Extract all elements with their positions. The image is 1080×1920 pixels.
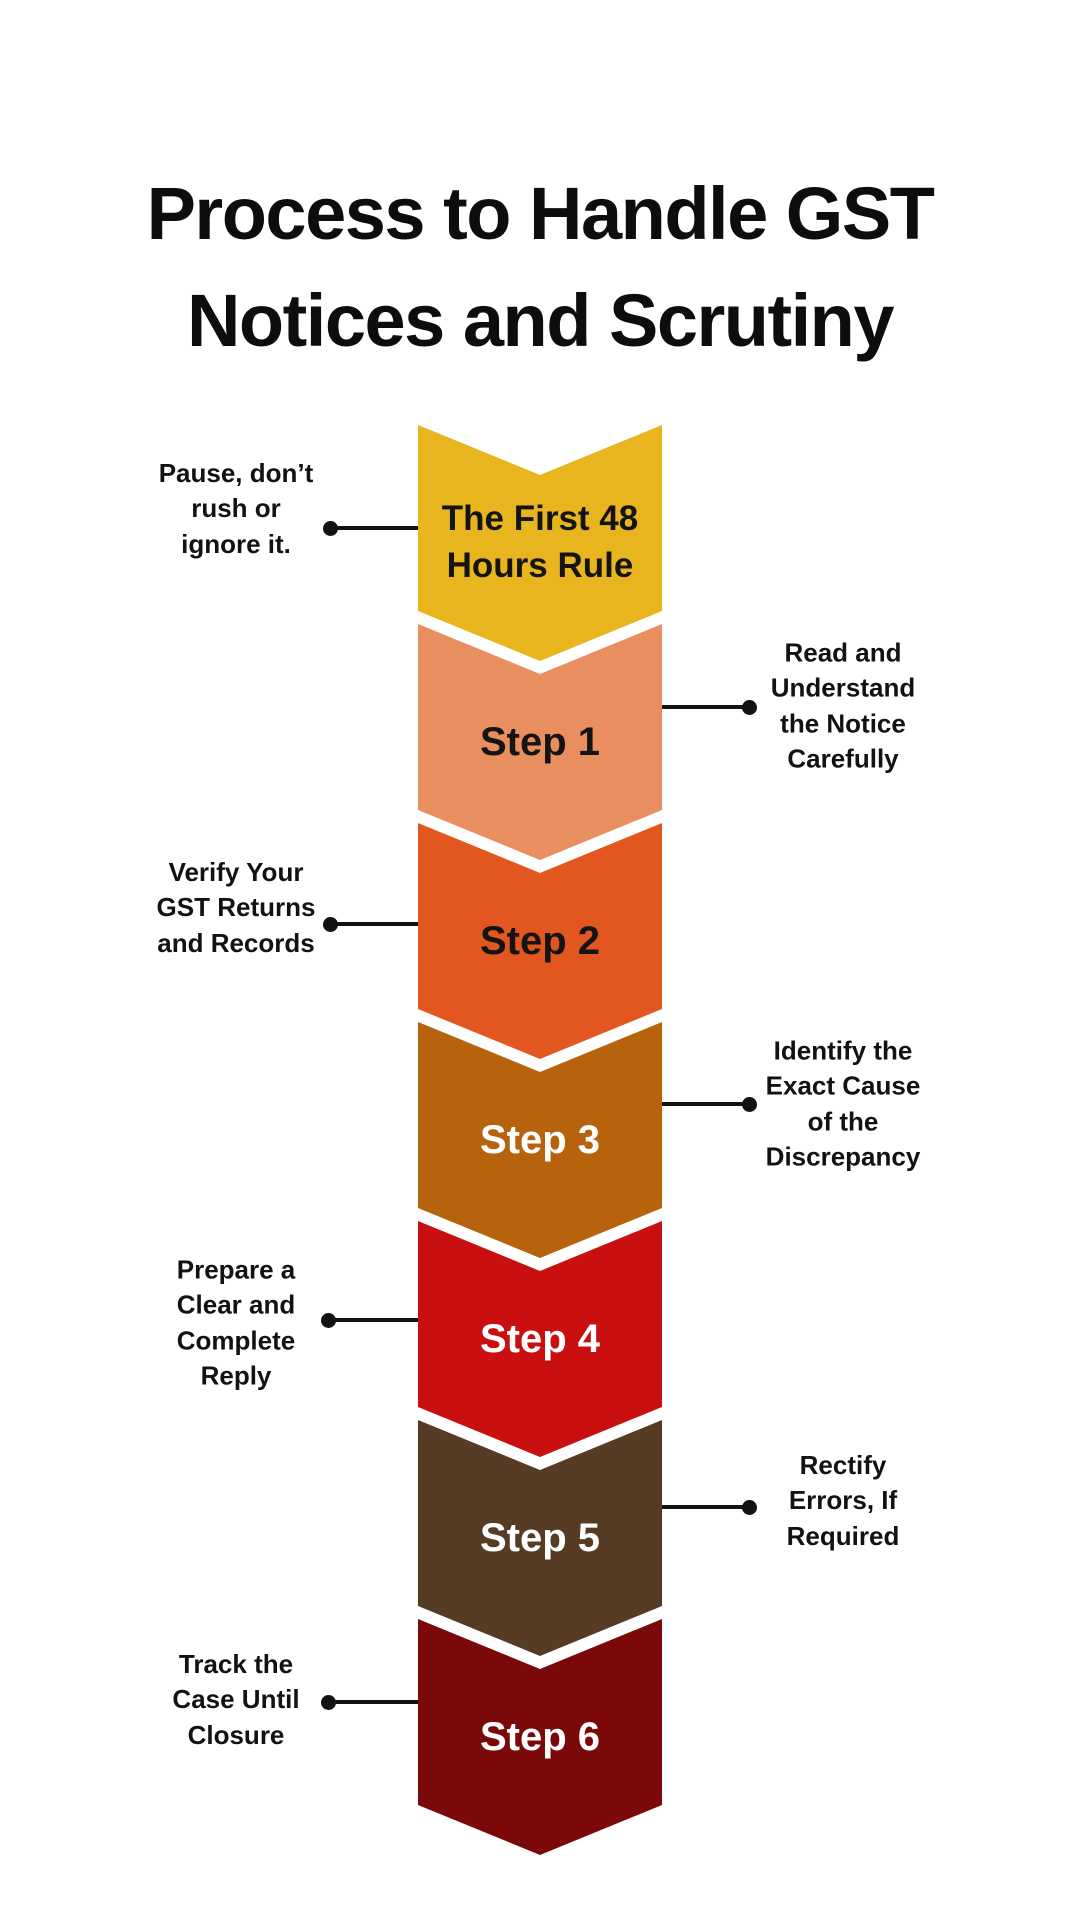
connector-line <box>662 705 750 709</box>
connector-dot <box>321 1313 336 1328</box>
connector-line <box>662 1505 750 1509</box>
connector-dot <box>323 917 338 932</box>
chevron-shape-icon <box>418 1420 662 1656</box>
connector-line <box>330 922 418 926</box>
chevron-step-1: Step 1 <box>418 624 662 860</box>
chevron-shape-icon <box>418 624 662 860</box>
chevron-shape-icon <box>418 1619 662 1855</box>
annotation-prepare-reply: Prepare a Clear and Complete Reply <box>176 1254 296 1391</box>
connector-dot <box>323 521 338 536</box>
chevron-step-6: Step 6 <box>418 1619 662 1855</box>
chevron-step-5: Step 5 <box>418 1420 662 1656</box>
connector-line <box>330 1318 418 1322</box>
connector-line <box>328 1700 418 1704</box>
connector-dot <box>742 1500 757 1515</box>
chevron-label: Step 4 <box>479 1317 601 1361</box>
page-title: Process to Handle GST Notices and Scruti… <box>146 172 935 362</box>
chevron-label: Step 1 <box>479 720 601 764</box>
chevron-label: Step 5 <box>479 1516 601 1560</box>
chevron-label: Step 6 <box>479 1715 601 1759</box>
chevron-shape-icon <box>418 425 662 661</box>
annotation-pause-dont-rush: Pause, don’t rush or ignore it. <box>158 457 314 559</box>
chevron-label: Step 2 <box>479 919 601 963</box>
connector-dot <box>742 700 757 715</box>
connector-dot <box>321 1695 336 1710</box>
chevron-shape-icon <box>418 823 662 1059</box>
chevron-shape-icon <box>418 1022 662 1258</box>
annotation-read-notice: Read and Understand the Notice Carefully <box>770 637 916 774</box>
chevron-first-48-hours: The First 48 Hours Rule <box>418 425 662 661</box>
chevron-step-3: Step 3 <box>418 1022 662 1258</box>
chevron-step-2: Step 2 <box>418 823 662 1059</box>
annotation-track-case: Track the Case Until Closure <box>172 1648 300 1750</box>
connector-dot <box>742 1097 757 1112</box>
chevron-label: The First 48 Hours Rule <box>441 499 639 585</box>
connector-line <box>662 1102 750 1106</box>
chevron-shape-icon <box>418 1221 662 1457</box>
connector-line <box>330 526 418 530</box>
chevron-step-4: Step 4 <box>418 1221 662 1457</box>
annotation-verify-returns: Verify Your GST Returns and Records <box>156 856 316 958</box>
chevron-label: Step 3 <box>479 1118 601 1162</box>
annotation-rectify-errors: Rectify Errors, If Required <box>786 1449 900 1551</box>
annotation-identify-cause: Identify the Exact Cause of the Discrepa… <box>765 1035 921 1172</box>
